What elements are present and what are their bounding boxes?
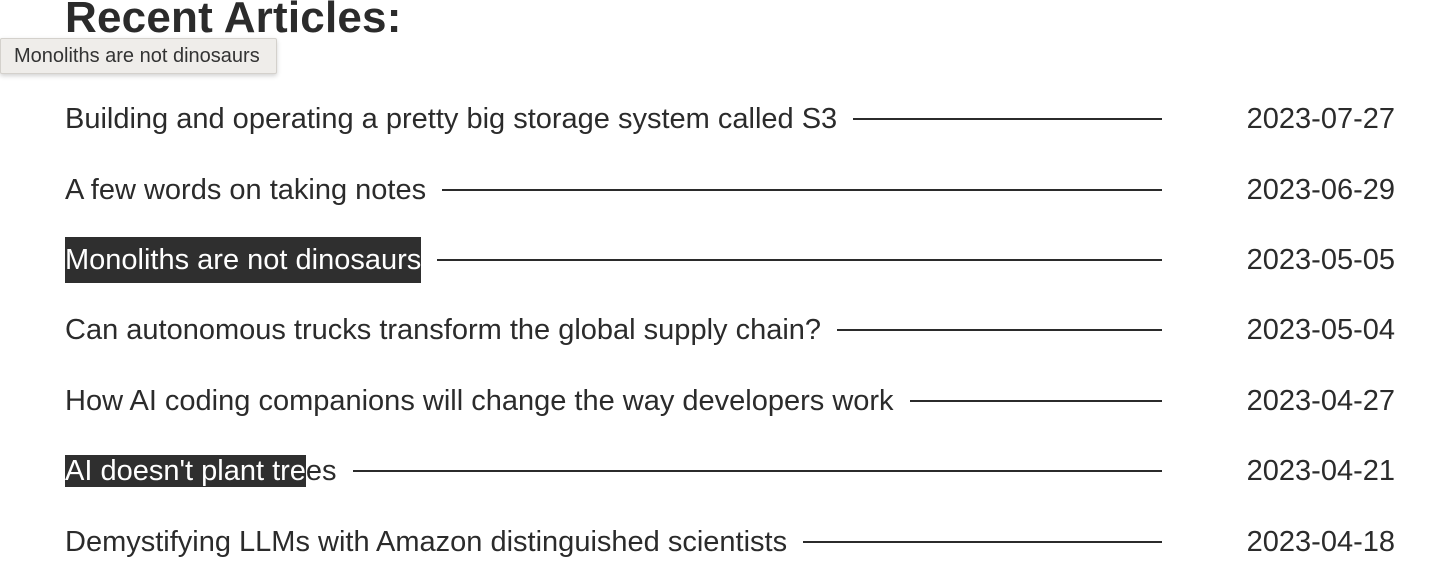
article-link-partially-selected[interactable]: AI doesn't plant trees [65,448,337,494]
unselected-text: es [305,455,337,488]
article-link[interactable]: Building and operating a pretty big stor… [65,103,838,136]
leader-line [837,329,1162,332]
article-date: 2023-07-27 [1246,103,1395,136]
article-date: 2023-04-27 [1246,384,1395,417]
article-row: Demystifying LLMs with Amazon distinguis… [65,506,1395,576]
link-tooltip: Monoliths are not dinosaurs [0,38,277,74]
article-row: AI doesn't plant trees 2023-04-21 [65,436,1395,506]
selected-text: AI doesn't plant tre [65,455,306,488]
article-date: 2023-05-04 [1246,314,1395,347]
article-row: How AI coding companions will change the… [65,366,1395,436]
article-date: 2023-04-18 [1246,525,1395,558]
article-row: A few words on taking notes 2023-06-29 [65,154,1395,224]
leader-line [437,258,1162,261]
article-link[interactable]: Can autonomous trucks transform the glob… [65,314,822,347]
leader-line [853,118,1162,121]
leader-line [909,399,1162,402]
article-link[interactable]: How AI coding companions will change the… [65,384,894,417]
article-link-selected[interactable]: Monoliths are not dinosaurs [65,236,422,283]
page-title: Recent Articles: [65,0,402,42]
article-date: 2023-05-05 [1246,243,1395,276]
article-row: Building and operating a pretty big stor… [65,84,1395,154]
article-date: 2023-04-21 [1246,455,1395,488]
article-row: Monoliths are not dinosaurs 2023-05-05 [65,225,1395,295]
leader-line [352,470,1162,473]
article-row: Can autonomous trucks transform the glob… [65,295,1395,365]
article-list: Building and operating a pretty big stor… [65,84,1395,577]
article-link[interactable]: Demystifying LLMs with Amazon distinguis… [65,525,788,558]
article-link[interactable]: A few words on taking notes [65,173,427,206]
article-date: 2023-06-29 [1246,173,1395,206]
leader-line [803,540,1162,543]
leader-line [442,188,1162,191]
